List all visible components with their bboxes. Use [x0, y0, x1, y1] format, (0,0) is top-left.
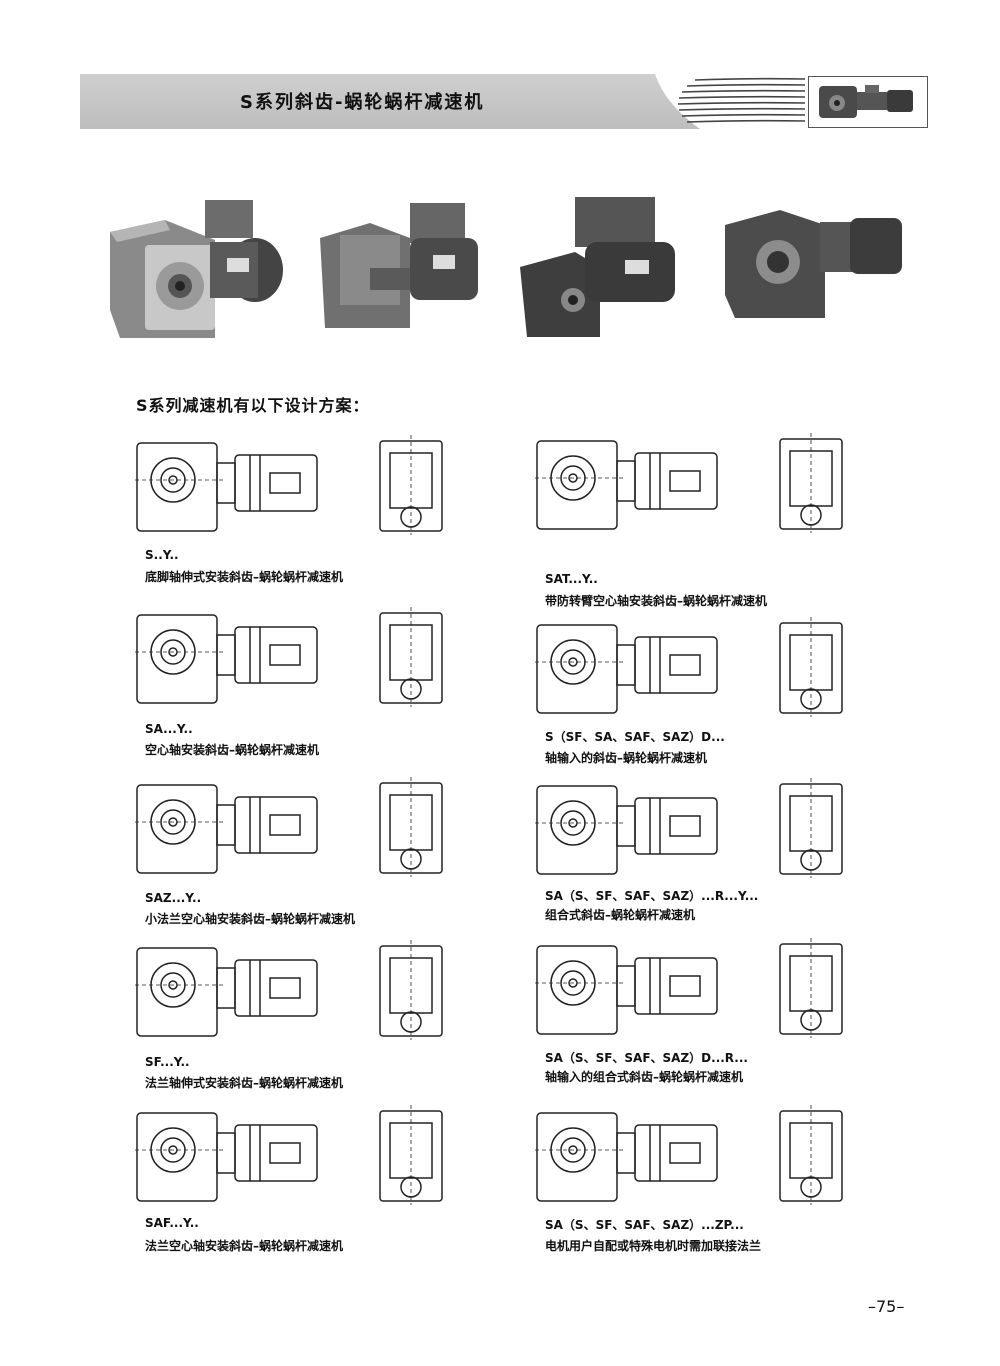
variant-code: SAT...Y.. — [545, 572, 598, 586]
gearmotor-photo-1 — [110, 200, 283, 338]
variant-drawing — [135, 435, 443, 535]
page-header: S系列斜齿-蜗轮蜗杆减速机 — [80, 74, 928, 129]
section-title: S系列减速机有以下设计方案： — [136, 396, 370, 415]
page-number: –75– — [868, 1297, 905, 1316]
variant-drawing — [135, 607, 443, 707]
variant-description: 法兰空心轴安装斜齿–蜗轮蜗杆减速机 — [145, 1239, 344, 1253]
header-stripes — [655, 74, 805, 129]
variant-code: SF...Y.. — [145, 1055, 190, 1069]
variant-drawing — [535, 617, 843, 717]
variant-description: 法兰轴伸式安装斜齿–蜗轮蜗杆减速机 — [145, 1076, 344, 1090]
variant-code: SA...Y.. — [145, 722, 193, 736]
gearmotor-photo-3 — [520, 197, 675, 337]
variant-drawing — [535, 1105, 843, 1205]
gearmotor-photo-4 — [725, 210, 902, 318]
page-title: S系列斜齿-蜗轮蜗杆减速机 — [240, 92, 485, 113]
variant-drawing — [135, 1105, 443, 1205]
variant-description: 底脚轴伸式安装斜齿–蜗轮蜗杆减速机 — [145, 570, 344, 584]
header-thumbnail-box — [808, 76, 928, 128]
variant-drawing — [535, 433, 843, 533]
variant-code: SAZ...Y.. — [145, 891, 202, 905]
variant-drawing — [135, 777, 443, 877]
variant-description: 小法兰空心轴安装斜齿–蜗轮蜗杆减速机 — [145, 912, 356, 926]
variant-description: 轴输入的组合式斜齿–蜗轮蜗杆减速机 — [545, 1070, 744, 1084]
header-band — [80, 74, 700, 129]
variant-code: S（SF、SA、SAF、SAZ）D... — [545, 730, 725, 744]
variant-code: SA（S、SF、SAF、SAZ）...ZP... — [545, 1218, 744, 1232]
variant-description: 空心轴安装斜齿–蜗轮蜗杆减速机 — [145, 743, 320, 757]
variant-drawing — [535, 778, 843, 878]
variant-description: 轴输入的斜齿–蜗轮蜗杆减速机 — [545, 751, 708, 765]
variant-code: SAF...Y.. — [145, 1216, 199, 1230]
variant-description: 组合式斜齿–蜗轮蜗杆减速机 — [545, 908, 696, 922]
gearmotor-thumbnail-icon — [819, 85, 913, 118]
variant-drawing — [535, 938, 843, 1038]
variant-description: 带防转臂空心轴安装斜齿–蜗轮蜗杆减速机 — [545, 594, 768, 608]
variant-code: SA（S、SF、SAF、SAZ）...R...Y... — [545, 889, 759, 903]
variant-code: SA（S、SF、SAF、SAZ）D...R... — [545, 1051, 748, 1065]
variant-drawing — [135, 940, 443, 1040]
variant-code: S..Y.. — [145, 548, 179, 562]
variant-description: 电机用户自配或特殊电机时需加联接法兰 — [545, 1239, 762, 1253]
